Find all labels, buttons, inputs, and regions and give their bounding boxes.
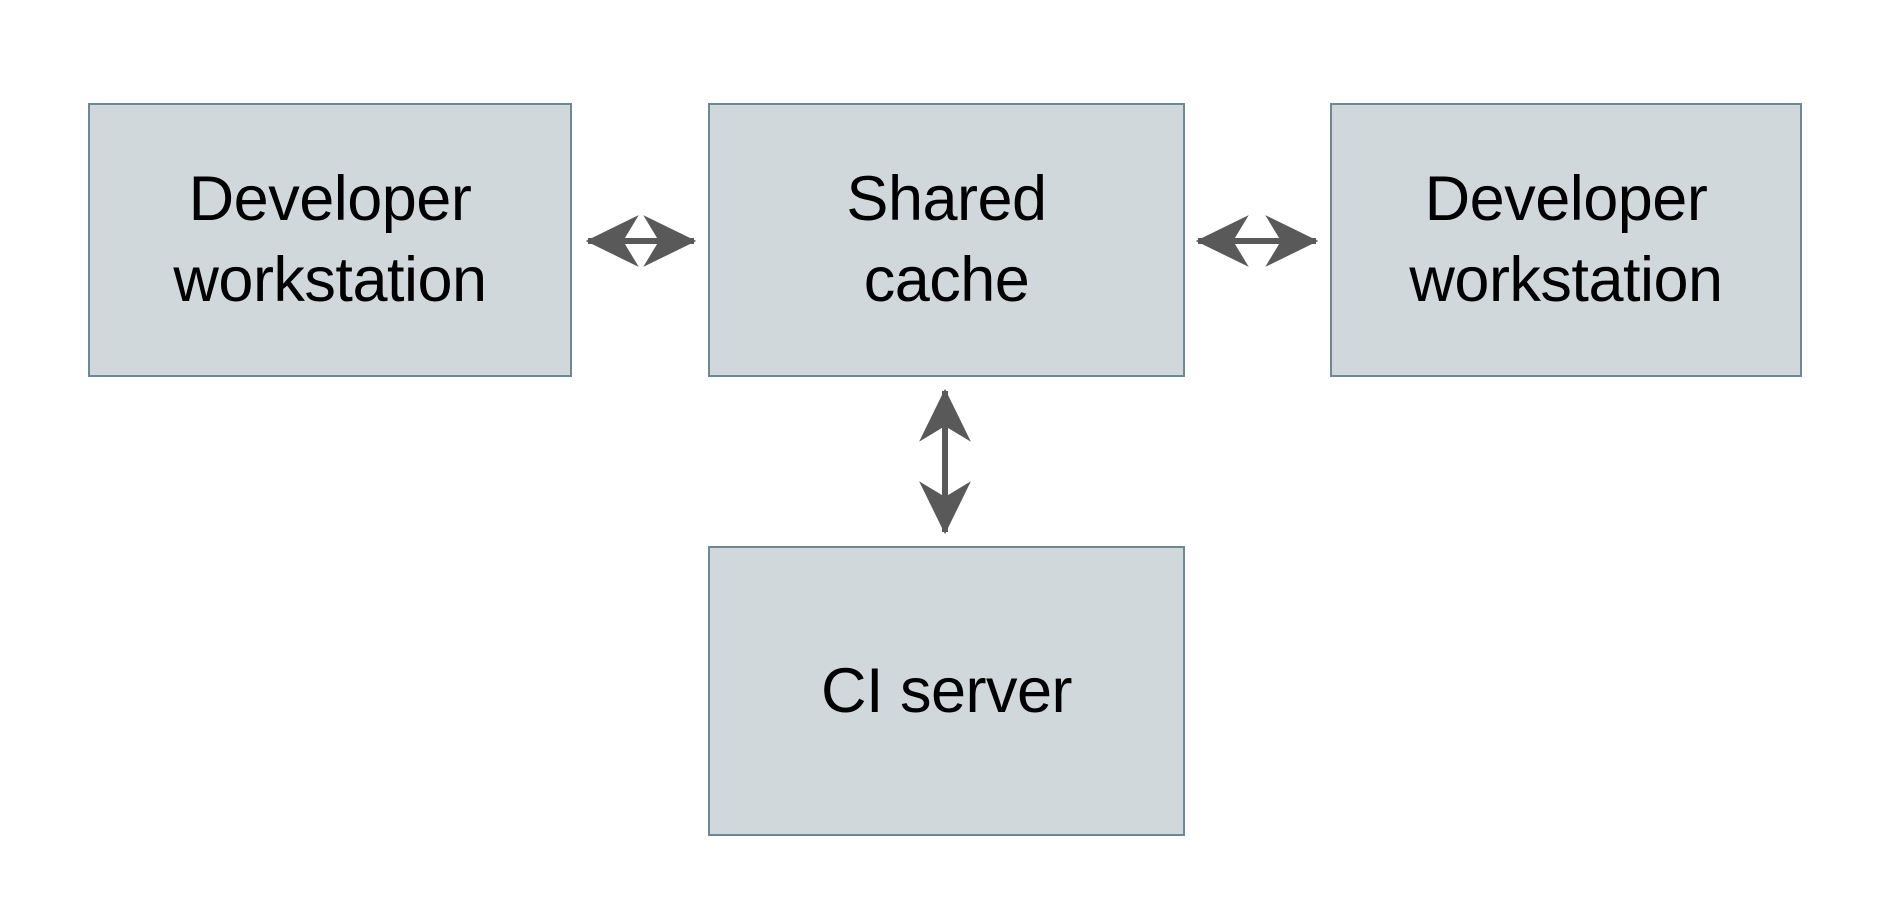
node-label-developer-workstation-right: Developer workstation (1409, 164, 1723, 315)
node-label-developer-workstation-left: Developer workstation (173, 164, 487, 315)
node-ci-server[interactable]: CI server (708, 546, 1185, 836)
node-developer-workstation-left[interactable]: Developer workstation (88, 103, 572, 377)
node-developer-workstation-right[interactable]: Developer workstation (1330, 103, 1802, 377)
node-shared-cache[interactable]: Shared cache (708, 103, 1185, 377)
node-label-ci-server: CI server (820, 655, 1073, 726)
node-label-shared-cache: Shared cache (846, 164, 1047, 315)
